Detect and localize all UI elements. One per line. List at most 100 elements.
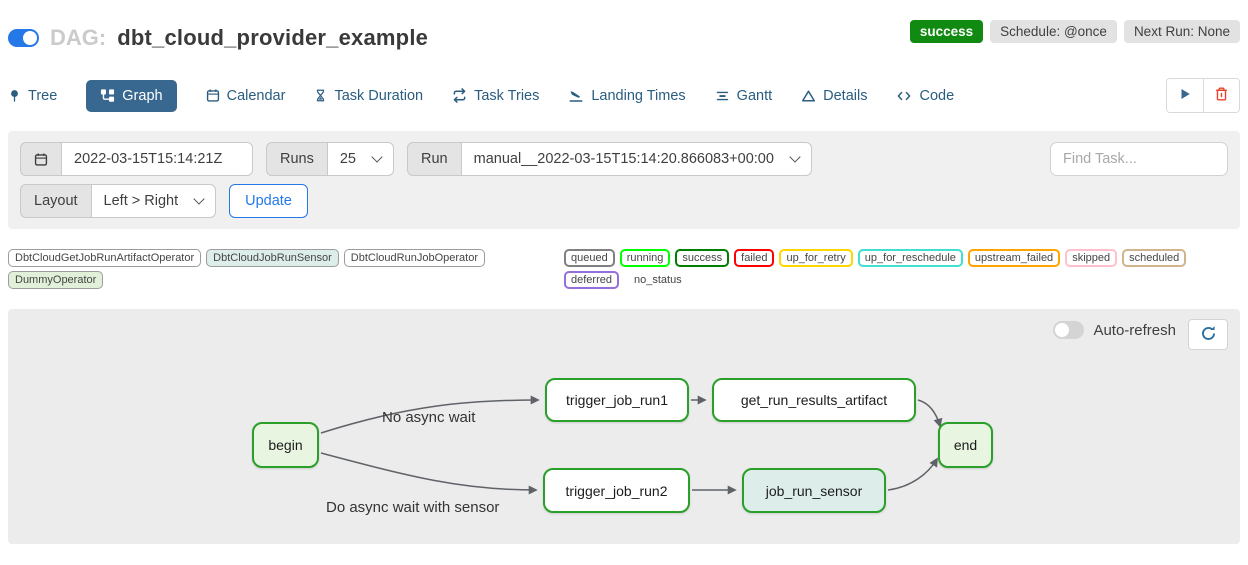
edge-get-run-results-artifact-end (917, 399, 943, 428)
tab-label: Task Duration (334, 87, 424, 104)
tab-label: Graph (122, 87, 163, 104)
edge-job-run-sensor-end (887, 457, 938, 491)
tab-label: Gantt (736, 87, 773, 104)
page-title: dbt_cloud_provider_example (117, 25, 429, 50)
next-run-badge: Next Run: None (1123, 20, 1240, 43)
dag-edges (320, 395, 943, 495)
delete-dag-button[interactable] (1203, 79, 1239, 112)
legend-status-queued: queued (564, 249, 615, 267)
hourglass-icon (314, 88, 327, 103)
legend-status-up-for-reschedule: up_for_reschedule (857, 249, 963, 267)
tab-label: Calendar (226, 87, 286, 104)
legend-operator-dbtcloudrunjoboperator: DbtCloudRunJobOperator (343, 249, 485, 267)
tab-label: Task Tries (474, 87, 540, 104)
node-begin[interactable]: begin (252, 422, 319, 468)
trash-icon (1214, 86, 1229, 105)
landing-icon (568, 88, 584, 103)
chevron-down-icon (371, 150, 383, 163)
legend-status-success: success (675, 249, 730, 267)
tab-label: Details (823, 87, 868, 104)
edge-label-no-async-wait: No async wait (382, 409, 476, 426)
details-icon (801, 89, 816, 103)
layout-select[interactable]: Left > Right (90, 184, 217, 218)
node-trigger_job_run1[interactable]: trigger_job_run1 (545, 378, 689, 422)
tree-pin-icon (8, 88, 21, 104)
legend-operator-dbtcloudgetjobrunartifactoperator: DbtCloudGetJobRunArtifactOperator (8, 249, 202, 267)
legend-status-deferred: deferred (564, 271, 619, 289)
chevron-down-icon (193, 192, 205, 205)
auto-refresh-label: Auto-refresh (1093, 321, 1176, 339)
refresh-icon (1200, 325, 1217, 345)
find-task-input[interactable] (1050, 142, 1228, 176)
view-tabs: Tree Graph Calendar Task Duration Task Tries… (8, 78, 1240, 113)
runs-count-value: 25 (339, 151, 356, 167)
toggle-knob (1055, 323, 1070, 337)
run-label: Run (407, 142, 461, 176)
runs-label: Runs (266, 142, 327, 176)
tab-task-tries[interactable]: Task Tries (452, 80, 539, 112)
auto-refresh-control: Auto-refresh (1053, 321, 1176, 339)
legend-status-up-for-retry: up_for_retry (779, 249, 853, 267)
node-trigger_job_run2[interactable]: trigger_job_run2 (543, 468, 690, 513)
node-job_run_sensor[interactable]: job_run_sensor (742, 468, 886, 513)
node-end[interactable]: end (938, 422, 993, 468)
dag-run-select[interactable]: manual__2022-03-15T15:14:20.866083+00:00 (460, 142, 812, 176)
status-badge: success (909, 20, 984, 43)
node-get_run_results_artifact[interactable]: get_run_results_artifact (712, 378, 916, 422)
legend-row: DummyOperator (8, 271, 560, 289)
tab-graph[interactable]: Graph (86, 79, 177, 112)
header-badges: success Schedule: @once Next Run: None (909, 20, 1240, 43)
legend-status-scheduled: scheduled (1122, 249, 1187, 267)
tabs-list: Tree Graph Calendar Task Duration Task Tries… (8, 79, 954, 112)
edge-begin-trigger-job-run1 (320, 395, 540, 434)
play-icon (1178, 87, 1192, 104)
dag-action-buttons (1166, 78, 1240, 113)
repeat-icon (452, 88, 467, 103)
auto-refresh-toggle[interactable] (1053, 321, 1085, 339)
legend-status-running: running (619, 249, 671, 267)
tab-label: Tree (28, 87, 58, 104)
edge-begin-trigger-job-run2 (320, 452, 538, 495)
dag-run-value: manual__2022-03-15T15:14:20.866083+00:00 (473, 151, 774, 167)
schedule-badge: Schedule: @once (990, 20, 1117, 43)
graph-panel: Auto-refresh begin trigger_job_run1 get_ru… (8, 309, 1240, 544)
tab-tree[interactable]: Tree (8, 80, 57, 112)
runs-count-select[interactable]: 25 (326, 142, 394, 176)
execution-date-group (20, 142, 253, 176)
tab-details[interactable]: Details (801, 80, 867, 112)
graph-icon (100, 88, 115, 103)
dag-pause-toggle[interactable] (8, 29, 39, 47)
tab-gantt[interactable]: Gantt (715, 80, 772, 112)
legend-status-failed: failed (734, 249, 775, 267)
chevron-down-icon (789, 150, 801, 163)
legend-status-upstream-failed: upstream_failed (967, 249, 1061, 267)
layout-value: Left > Right (103, 193, 179, 209)
filter-panel: Runs 25 Run manual__2022-03-15T15:14:20.… (8, 131, 1240, 229)
tab-code[interactable]: Code (896, 80, 954, 112)
layout-group: Layout Left > Right (20, 184, 217, 218)
dag-label-prefix: DAG: (50, 25, 107, 50)
tab-landing-times[interactable]: Landing Times (568, 80, 686, 112)
header: DAG: dbt_cloud_provider_example (0, 0, 1248, 51)
filter-row-1: Runs 25 Run manual__2022-03-15T15:14:20.… (20, 142, 1228, 176)
refresh-button[interactable] (1188, 319, 1228, 350)
toggle-knob (23, 31, 37, 45)
trigger-dag-button[interactable] (1167, 79, 1203, 112)
gantt-icon (715, 89, 730, 103)
legend-operator-dbtcloudjobrunsensor: DbtCloudJobRunSensor (206, 249, 339, 267)
update-button[interactable]: Update (229, 184, 308, 218)
datepicker-calendar-icon[interactable] (20, 142, 61, 176)
execution-date-input[interactable] (61, 142, 253, 176)
edge-label-do-async-wait-with-sensor: Do async wait with sensor (326, 499, 500, 516)
tab-calendar[interactable]: Calendar (206, 80, 286, 112)
filter-row-2: Layout Left > Right Update (20, 184, 1228, 218)
tab-task-duration[interactable]: Task Duration (314, 80, 423, 112)
run-group: Run manual__2022-03-15T15:14:20.866083+0… (407, 142, 812, 176)
layout-label: Layout (20, 184, 91, 218)
